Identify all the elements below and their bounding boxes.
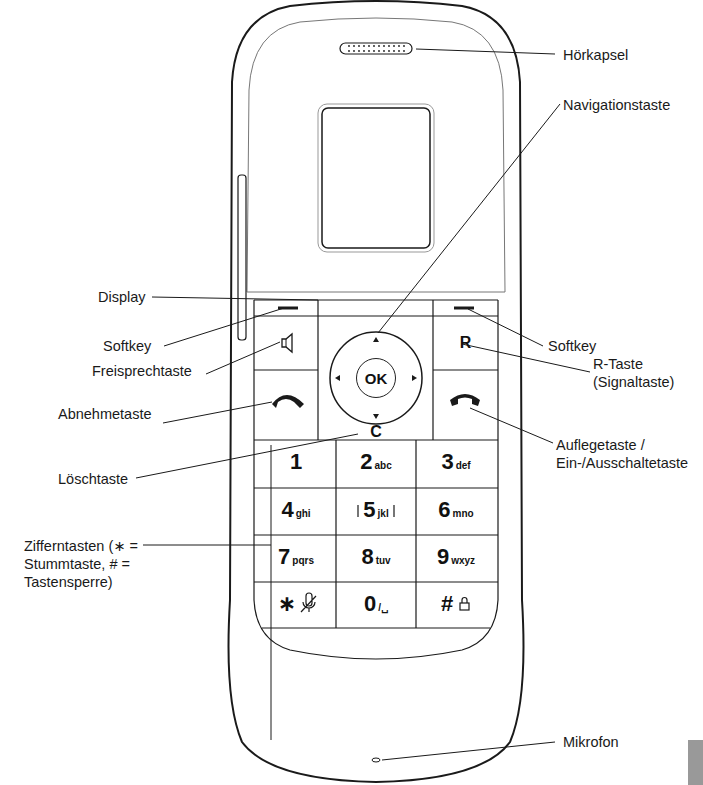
key-button: 8tuv xyxy=(336,536,416,581)
key-glyph: R xyxy=(460,334,472,352)
key-letters: /␣ xyxy=(378,602,388,613)
callout-label: Softkey xyxy=(103,337,151,355)
key-glyph: C xyxy=(370,423,382,441)
key-letters: def xyxy=(456,460,471,471)
key-glyph: 2 xyxy=(360,449,372,475)
key-letters: abc xyxy=(375,460,392,471)
key-glyph: ∗ xyxy=(278,591,296,617)
key-glyph: 6 xyxy=(438,497,450,523)
key-glyph: 9 xyxy=(437,544,449,570)
callout-label: Display xyxy=(98,288,146,306)
key-button: 5jkl xyxy=(336,489,416,534)
ok-key: OK xyxy=(356,358,396,398)
key-button: 9wxyz xyxy=(416,536,496,581)
key-glyph: 4 xyxy=(281,497,293,523)
key-letters: mno xyxy=(453,508,474,519)
key-button: # xyxy=(416,583,496,627)
key-glyph: 3 xyxy=(441,449,453,475)
callout-label: Navigationstaste xyxy=(563,96,670,114)
key-button: C xyxy=(346,424,406,440)
key-button: 0/␣ xyxy=(336,583,416,627)
key-button: 1 xyxy=(256,441,336,487)
callout-label: Freisprechtaste xyxy=(92,362,192,380)
callout-label: R-Taste (Signaltaste) xyxy=(593,355,693,391)
key-letters: pqrs xyxy=(292,555,314,566)
key-glyph: 8 xyxy=(361,544,373,570)
callout-label: Zifferntasten (∗ = Stummtaste, # = Taste… xyxy=(24,537,144,591)
key-button: R xyxy=(434,317,497,369)
key-glyph: OK xyxy=(365,370,388,387)
key-glyph: # xyxy=(441,591,453,617)
key-button: 7pqrs xyxy=(256,536,336,581)
callout-label: Abnehmetaste xyxy=(58,405,152,423)
key-glyph: 5 xyxy=(363,497,375,523)
callout-label: Mikrofon xyxy=(563,733,619,751)
key-letters: ghi xyxy=(296,508,311,519)
callout-label: Softkey xyxy=(548,337,596,355)
callout-label: Löschtaste xyxy=(58,470,128,488)
key-letters: wxyz xyxy=(451,555,475,566)
key-button: ∗ xyxy=(256,583,336,627)
key-glyph: 7 xyxy=(278,544,290,570)
key-button: 2abc xyxy=(336,441,416,487)
key-letters: tuv xyxy=(376,555,391,566)
callout-label: Auflegetaste / Ein-/Ausschaltetaste xyxy=(556,436,696,472)
callout-label: Hörkapsel xyxy=(563,46,628,64)
key-glyph: 0 xyxy=(364,591,376,617)
key-button: 3def xyxy=(416,441,496,487)
key-letters: jkl xyxy=(378,508,389,519)
key-glyph: 1 xyxy=(290,449,302,475)
key-button: 4ghi xyxy=(256,489,336,534)
key-button: 6mno xyxy=(416,489,496,534)
